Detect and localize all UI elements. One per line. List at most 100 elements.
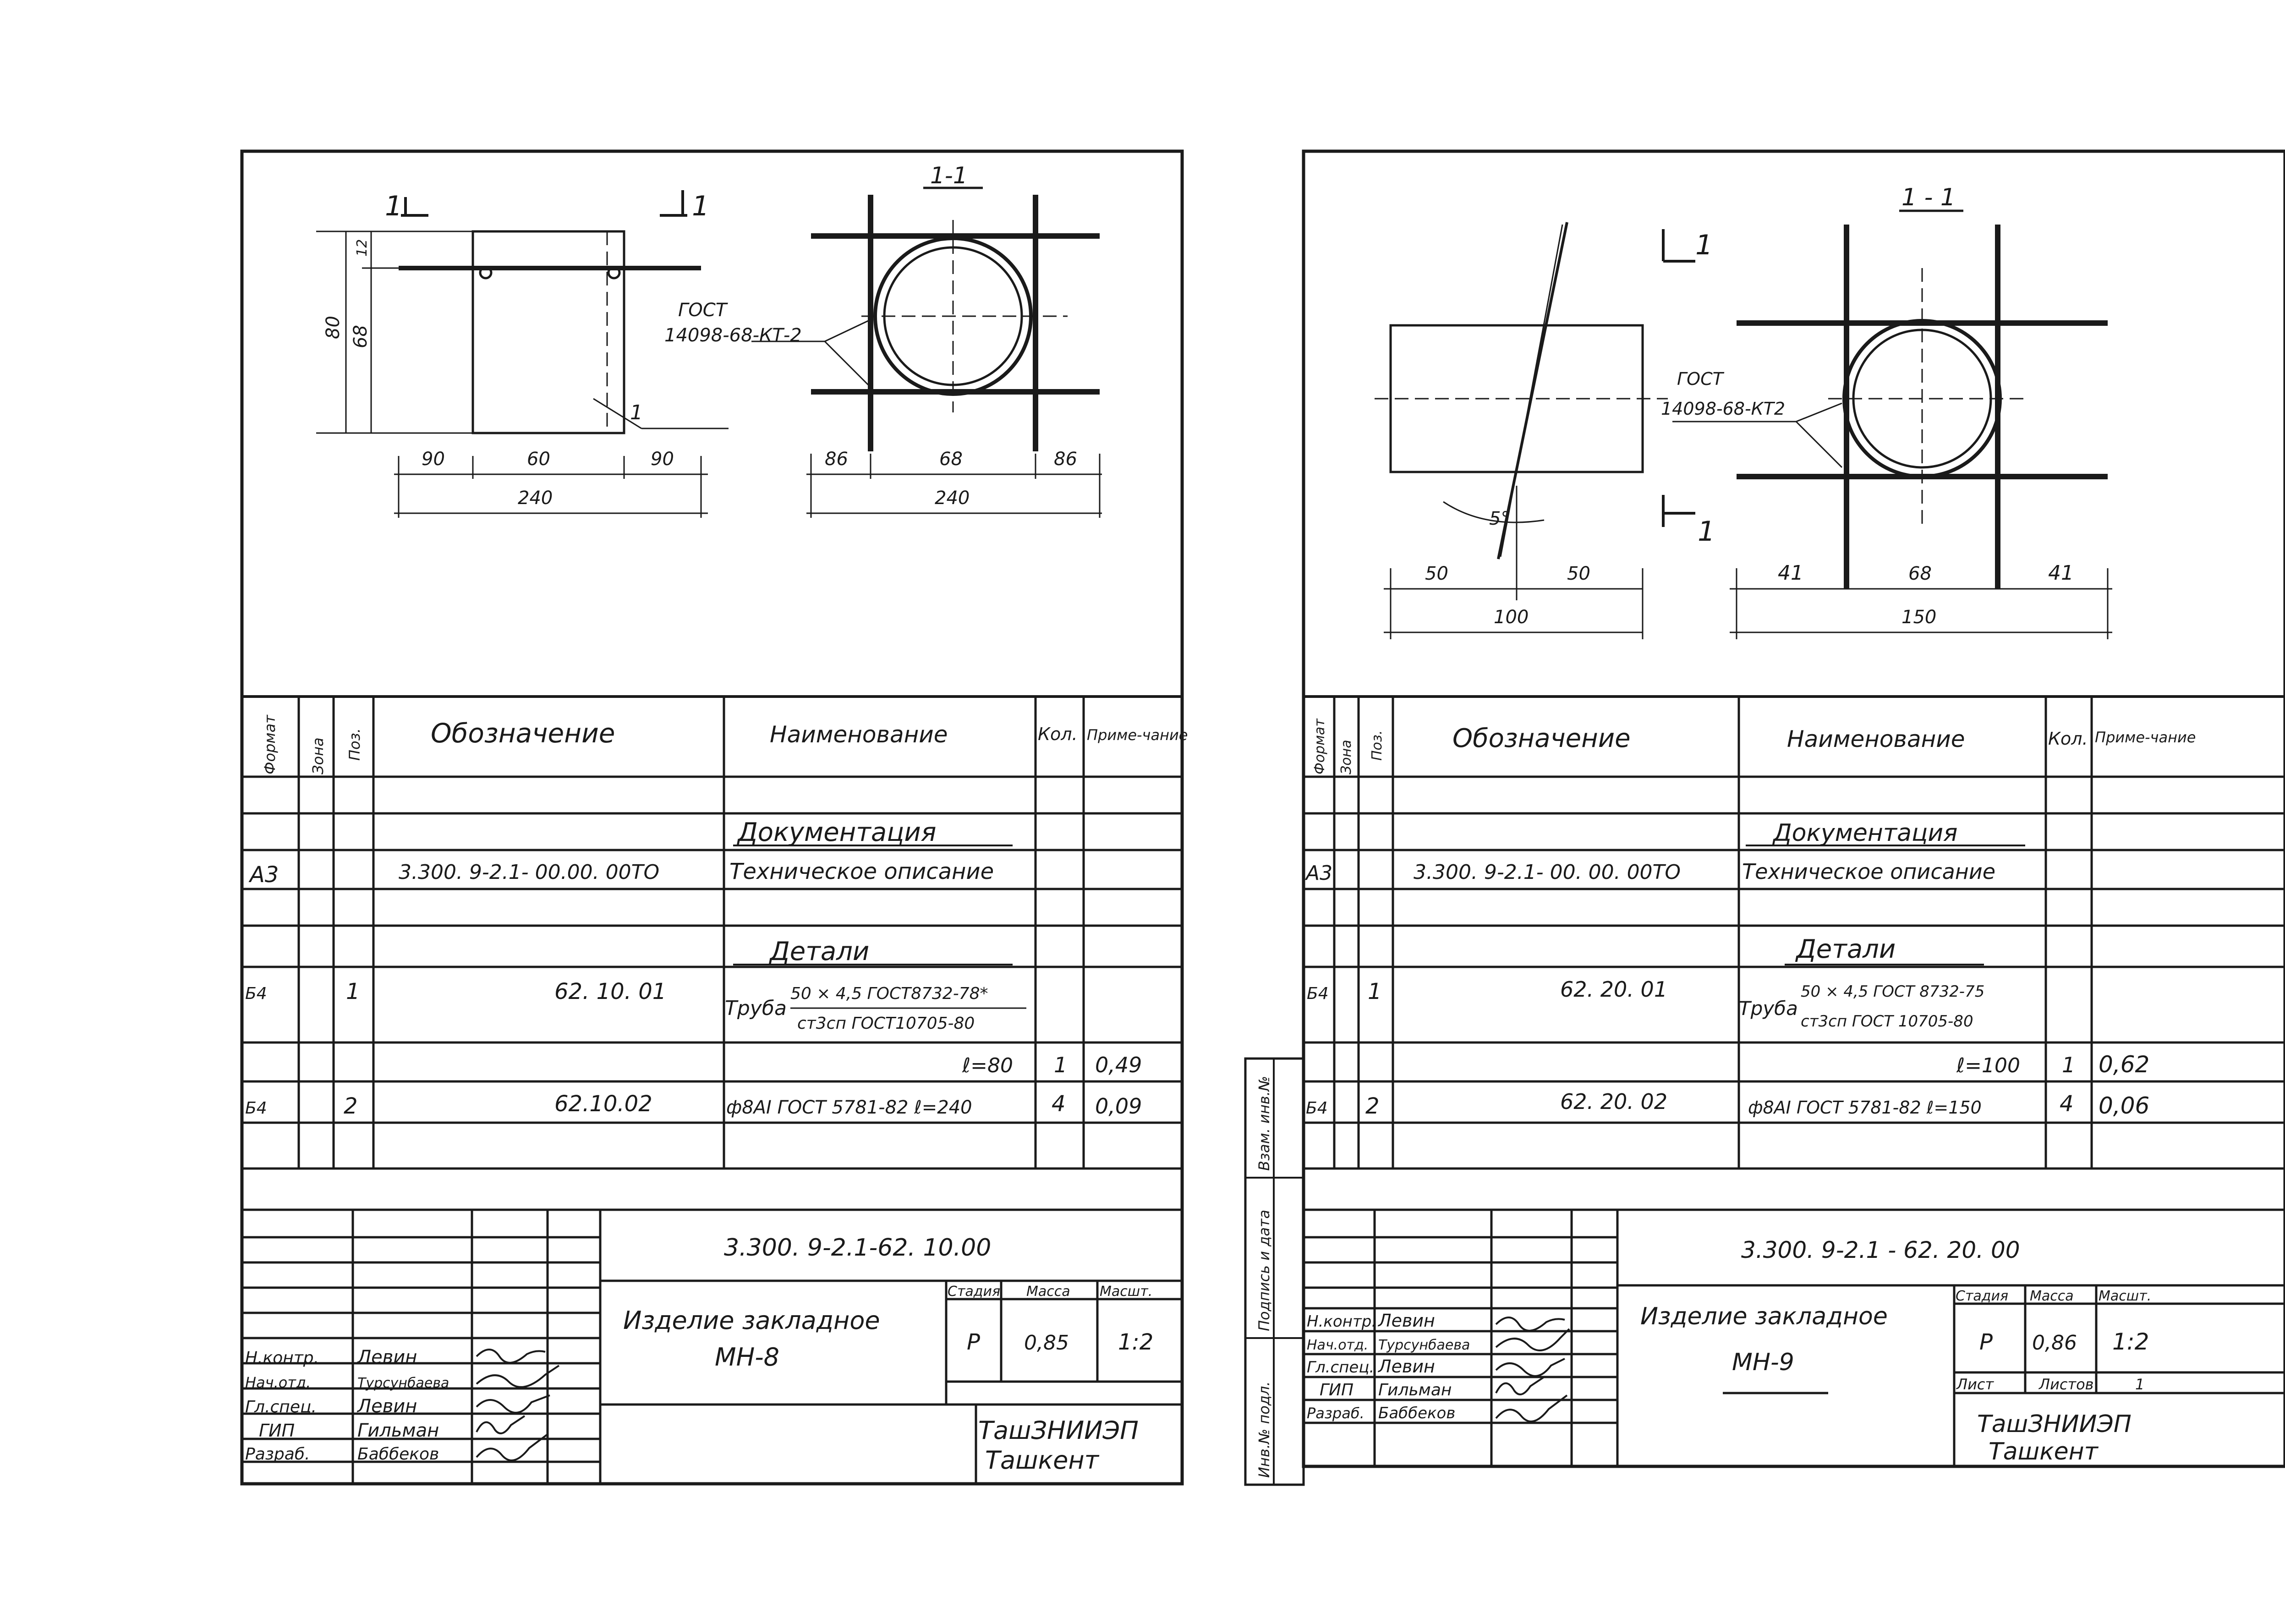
sheet-1-org-line1: ТашЗНИИЭП [978,1416,1139,1445]
sheet-2-row1-format: Б4 [1307,984,1329,1003]
sheet-1-scale-label: Масшт. [1100,1284,1152,1300]
sheet-1-row2-designation: 62.10.02 [554,1091,652,1117]
sheet-1-stage-label: Стадия [948,1284,1000,1300]
sheet-2-dim-s-left: 41 [1778,561,1803,585]
sheet-1-dim-s-right: 86 [1054,449,1077,470]
sheet-2-doc-name: Техническое описание [1742,859,1995,884]
sheet-1-role-2: Гл.спец. [245,1398,317,1416]
sheet-1-row1-format: Б4 [245,984,267,1003]
sheet-1-org-line2: Ташкент [985,1446,1100,1475]
sheet-2-scale-label: Масшт. [2099,1288,2151,1304]
sheet-2-side-label-2: Взам. инв.№ [1255,1076,1273,1171]
sheet-1-section-parts: Детали [768,937,869,966]
sheet-2 [1244,149,2285,1486]
sheet-2-row2-note: 0,06 [2099,1092,2149,1119]
sheet-2-row2-format: Б4 [1306,1099,1328,1118]
sheet-1-frame [240,149,1184,1486]
sheet-2-side-view [1375,222,1695,639]
sheet-1-role-1: Нач.отд. [245,1374,311,1391]
sheet-1-title-block-grid [242,1210,1182,1484]
sheet-2-dim-s-total: 150 [1901,607,1936,628]
sheet-1-row2-pos: 2 [344,1093,358,1119]
sheet-2-dim-w-right: 50 [1567,563,1590,584]
sheet-2-stage-label: Стадия [1956,1288,2008,1304]
sheet-1-signatures [476,1349,560,1461]
sheet-1-mass: 0,85 [1024,1331,1069,1355]
sheet-1-section-view [751,187,1102,518]
sheet-2-item-line1: Изделие закладное [1640,1303,1888,1330]
sheet-2-dim-w-left: 50 [1425,563,1448,584]
sheet-2-scale: 1:2 [2112,1328,2149,1355]
sheet-2-doc-designation: 3.300. 9-2.1- 00. 00. 00ТО [1414,861,1681,884]
sheet-2-header-format: Формат [1312,718,1328,774]
sheet-1-pos-label: 1 [630,401,643,424]
sheet-1-row2-note: 0,09 [1095,1094,1142,1119]
sheet-2-sheets-label: Листов [2038,1376,2094,1393]
sheet-2-sheet-label: Лист [1956,1376,1994,1393]
sheet-2-stage: Р [1979,1329,1993,1355]
sheet-2-header-qty: Кол. [2048,729,2088,749]
sheet-2-role-0: Н.контр. [1307,1312,1376,1331]
sheet-2-row1-name-top: 50 × 4,5 ГОСТ 8732-75 [1801,982,1984,1001]
sheet-2-title-block-grid [1304,1210,2285,1466]
sheet-2-role-1: Нач.отд. [1307,1337,1368,1353]
sheet-1-name-3: Гильман [357,1420,439,1441]
sheet-1-row1-name-top: 50 × 4,5 ГОСТ8732-78* [790,984,988,1003]
sheet-1-spec-grid [242,697,1182,1211]
sheet-2-text: 1 1 1 - 1 ГОСТ 14098-68-КТ2 5° 50 50 100… [1255,184,2196,1478]
sheet-2-name-1: Турсунбаева [1378,1337,1470,1353]
sheet-2-name-2: Левин [1377,1356,1435,1377]
sheet-2-gost-line2: 14098-68-КТ2 [1661,399,1785,419]
sheet-1-dim-s-left: 86 [825,449,848,470]
sheet-1-gost-line2: 14098-68-КТ-2 [664,325,802,346]
sheet-1-code: 3.300. 9-2.1-62. 10.00 [724,1234,991,1262]
sheet-2-side-label-0: Инв.№ подл. [1255,1381,1273,1478]
sheet-2-name-3: Гильман [1378,1381,1452,1399]
sheet-1 [240,149,1184,1486]
sheet-1-scale: 1:2 [1118,1329,1153,1355]
sheet-2-row1b-note: 0,62 [2099,1051,2149,1078]
sheet-2-header-designation: Обозначение [1452,724,1631,753]
sheet-2-header-name: Наименование [1787,726,1965,752]
sheet-2-header-zone: Зона [1338,740,1354,774]
sheet-2-frame [1302,149,2285,1468]
sheet-2-row2-name: ф8АI ГОСТ 5781-82 ℓ=150 [1748,1097,1982,1118]
sheet-1-mass-label: Масса [1026,1284,1070,1300]
sheet-1-section-title: 1-1 [930,162,968,189]
sheet-2-dim-s-right: 41 [2048,561,2074,585]
sheet-1-doc-designation: 3.300. 9-2.1- 00.00. 00ТО [399,861,659,884]
sheet-1-name-2: Левин [356,1396,417,1417]
sheet-2-row1-pos: 1 [1368,979,1382,1004]
sheet-1-row2-name: ф8АI ГОСТ 5781-82 ℓ=240 [726,1097,972,1118]
sheet-2-section-docs: Документация [1772,819,1957,847]
sheet-1-section-mark-right: 1 [692,190,709,222]
sheet-2-role-2: Гл.спец. [1307,1358,1374,1377]
sheet-2-code: 3.300. 9-2.1 - 62. 20. 00 [1741,1237,2020,1263]
sheet-1-name-4: Баббеков [357,1445,439,1464]
sheet-1-row1-designation: 62. 10. 01 [554,979,666,1004]
sheet-1-name-0: Левин [356,1347,417,1368]
sheet-2-section-view [1672,209,2112,639]
sheet-2-section-parts: Детали [1795,934,1896,964]
sheet-2-row1-designation: 62. 20. 01 [1560,977,1667,1002]
sheet-1-row2-qty: 4 [1052,1091,1066,1117]
sheet-1-item-line1: Изделие закладное [623,1306,880,1335]
sheet-2-doc-format: А3 [1304,861,1332,885]
sheet-1-row1-name-bottom: ст3сп ГОСТ10705-80 [797,1014,975,1033]
sheet-2-side-label-1: Подпись и дата [1255,1210,1273,1331]
sheet-2-dim-s-mid: 68 [1908,563,1932,584]
sheet-1-section-mark-left: 1 [385,190,402,222]
sheet-2-mass: 0,86 [2032,1331,2077,1355]
sheet-2-sheets-count: 1 [2135,1376,2144,1393]
sheet-2-row2-qty: 4 [2060,1091,2074,1117]
sheet-1-gost-line1: ГОСТ [678,300,729,321]
sheet-2-role-4: Разраб. [1307,1405,1364,1422]
sheet-1-header-zone: Зона [309,737,327,774]
sheet-1-dim-part-h: 68 [350,325,371,348]
sheet-2-role-3: ГИП [1320,1381,1353,1399]
sheet-1-row1-name-prefix: Труба [725,997,787,1020]
sheet-1-name-1: Турсунбаева [357,1375,449,1391]
sheet-2-row1b-qty: 1 [2062,1053,2075,1077]
sheet-2-name-0: Левин [1377,1311,1435,1331]
